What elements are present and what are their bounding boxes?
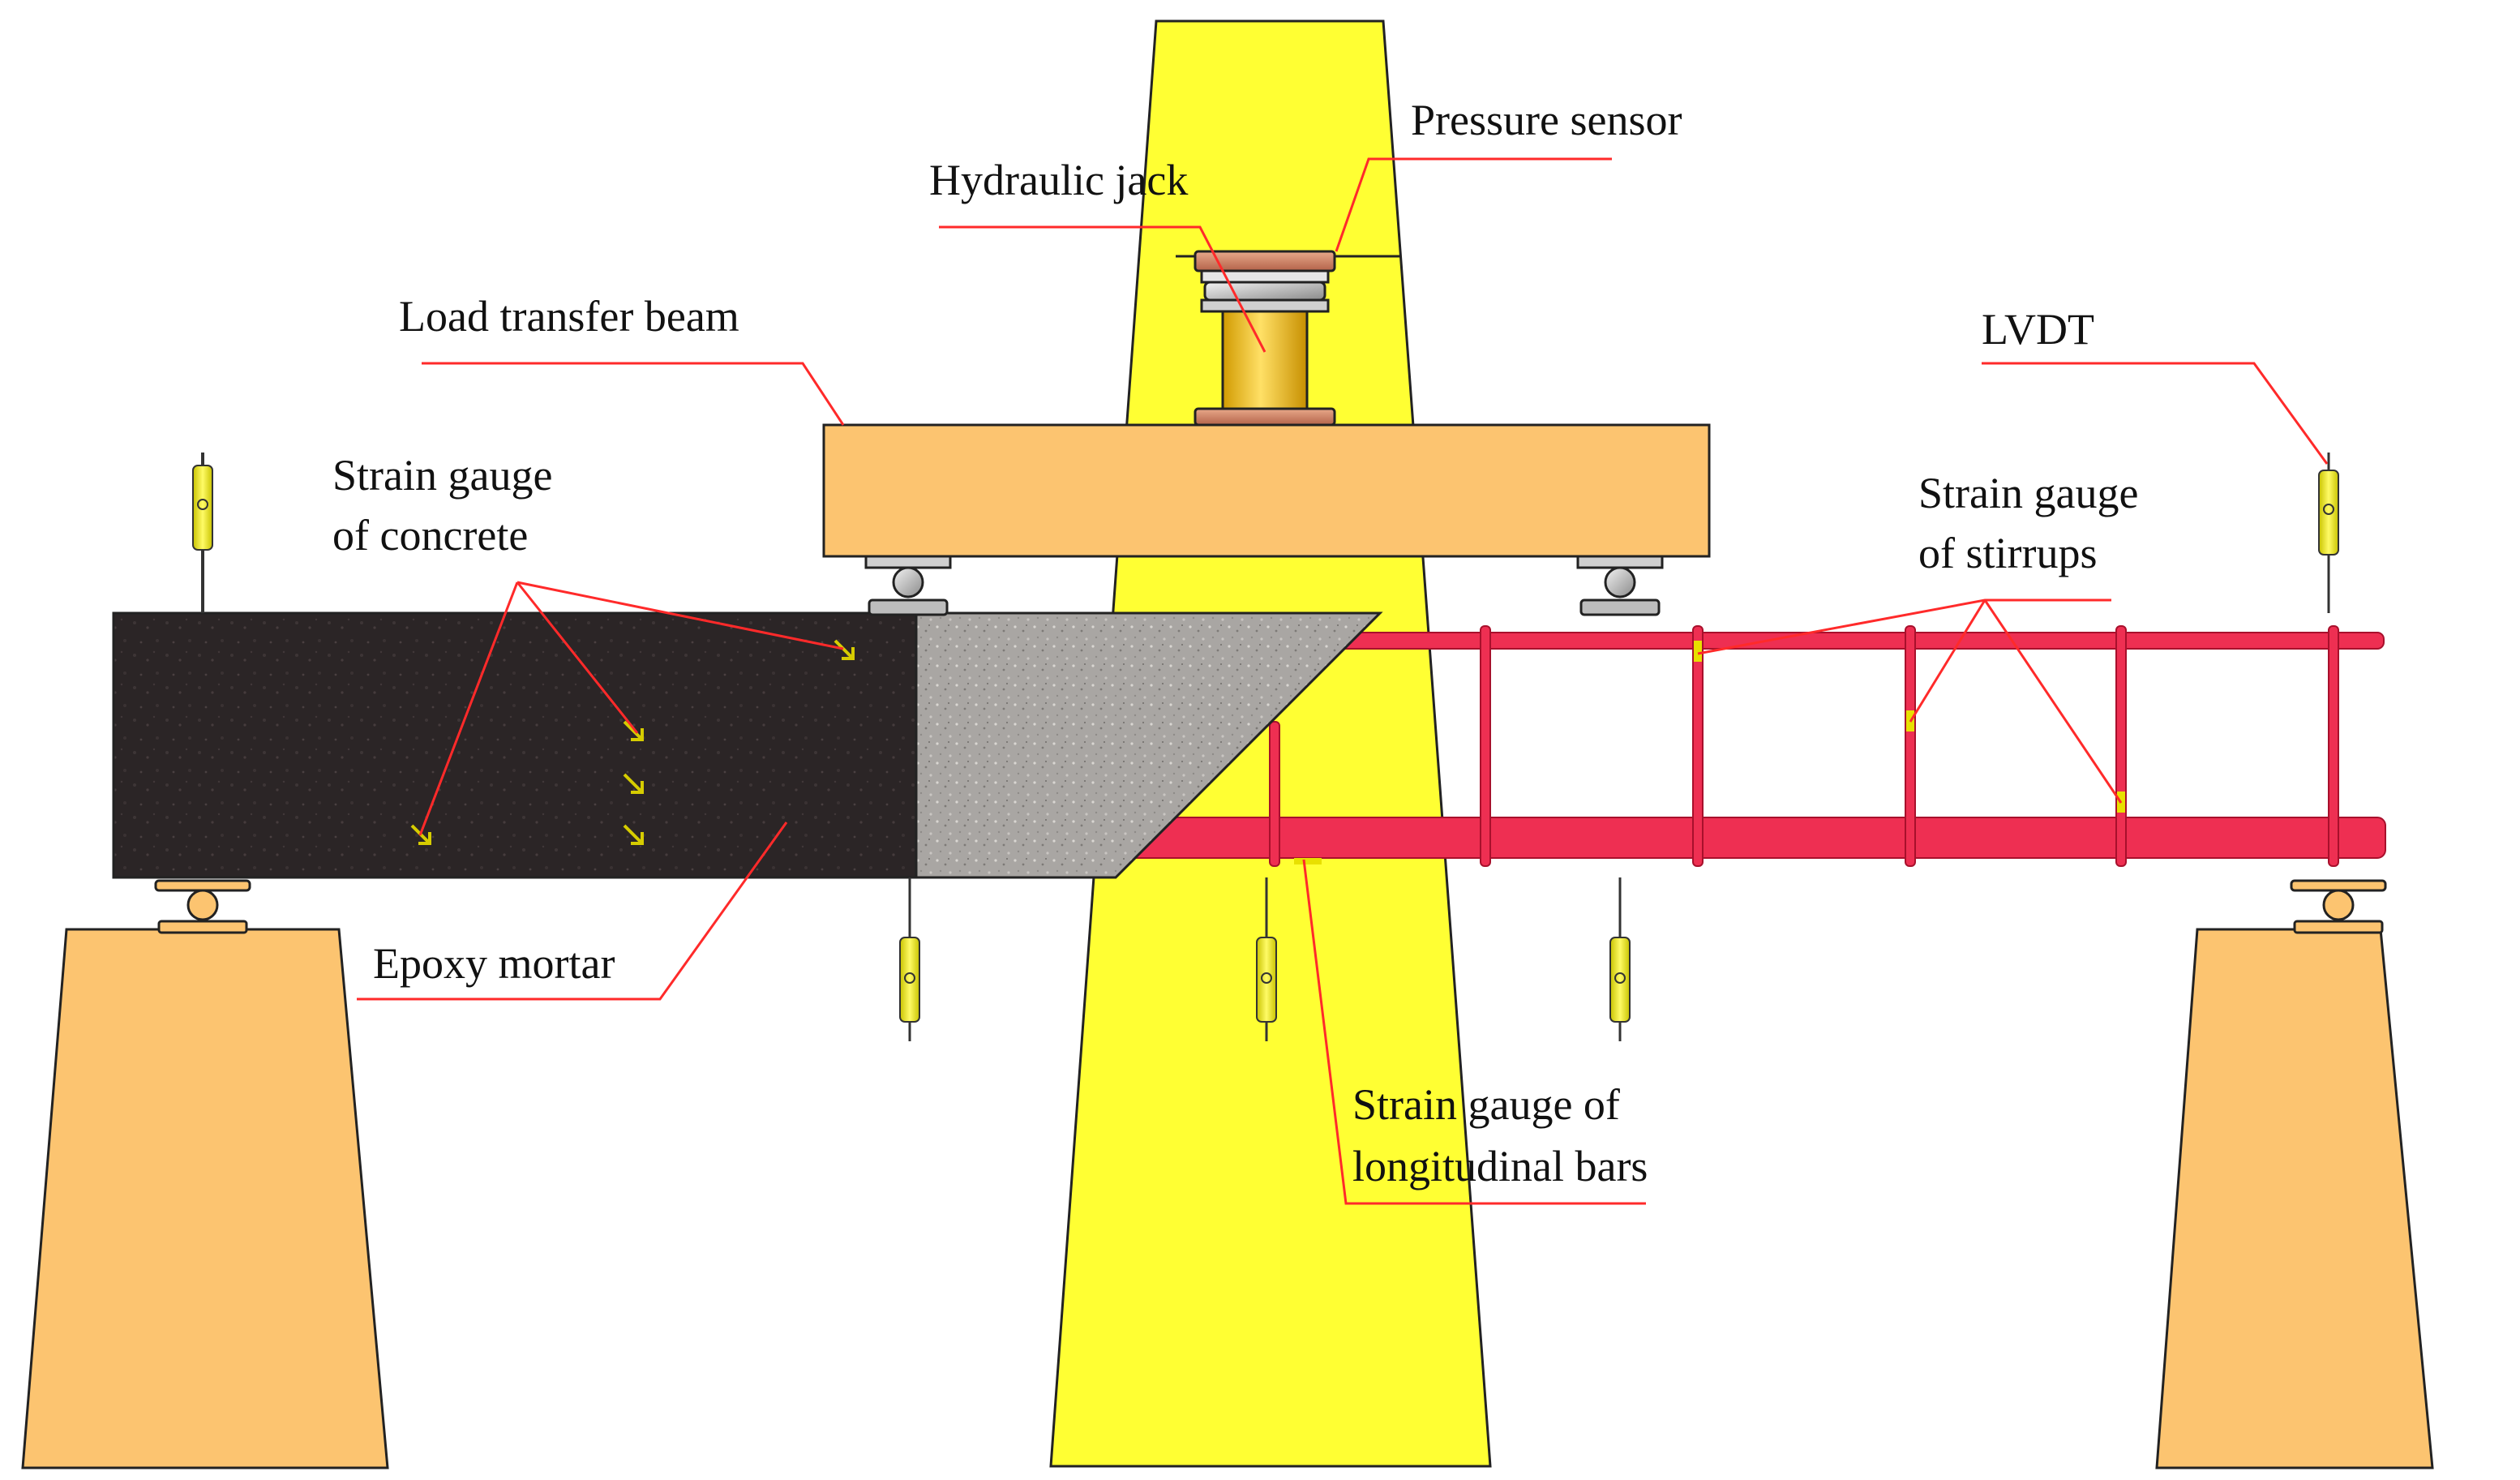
stirrup <box>1692 625 1704 867</box>
strain-gauge-concrete-label-line2: of concrete <box>332 511 528 560</box>
strain-gauge-longitudinal-label-line2: longitudinal bars <box>1352 1142 1648 1190</box>
jack-cylinder <box>1221 310 1309 415</box>
stirrup <box>2115 625 2127 867</box>
load-transfer-beam-label: Load transfer beam <box>399 292 739 341</box>
strain-gauge-stirrups-label-line1: Strain gauge <box>1918 469 2138 517</box>
top-longitudinal-bar <box>1296 632 2385 650</box>
right-load-roller <box>1576 555 1664 616</box>
stirrup <box>1269 721 1280 867</box>
epoxy-mortar-label: Epoxy mortar <box>373 939 615 988</box>
lvdt-left-top <box>192 453 213 613</box>
right-support-bearing <box>2290 879 2387 934</box>
lvdt-label: LVDT <box>1982 305 2094 354</box>
stirrup-strain-gauge <box>1694 641 1702 662</box>
right-support-pedestal <box>2155 928 2434 1469</box>
leader-lines <box>357 157 2329 1205</box>
bottom-longitudinal-bar <box>1102 817 2386 859</box>
lvdt-right-top <box>2318 453 2339 613</box>
pressure-sensor-plate <box>1194 250 1336 272</box>
load-transfer-beam <box>822 423 1711 558</box>
lvdt-bottom-1 <box>899 877 920 1041</box>
stirrup <box>1905 625 1916 867</box>
lvdt-bottom-3 <box>1609 877 1631 1041</box>
hydraulic-jack-label: Hydraulic jack <box>929 156 1188 204</box>
longitudinal-bar-strain-gauge <box>1294 858 1322 864</box>
hydraulic-jack <box>1194 250 1336 427</box>
stirrup <box>1480 625 1491 867</box>
epoxy-mortar-section <box>915 611 1383 879</box>
concrete-strain-gauges <box>410 639 855 845</box>
strain-gauge-longitudinal-label-line1: Strain gauge of <box>1352 1080 1620 1129</box>
left-support-pedestal <box>21 928 389 1469</box>
strain-gauge-concrete-label-line1: Strain gauge <box>332 451 552 500</box>
pressure-sensor-label: Pressure sensor <box>1411 96 1682 144</box>
strain-gauge-stirrups-label-line2: of stirrups <box>1918 529 2097 577</box>
rebar-cage <box>1102 625 2386 867</box>
stirrup <box>2328 625 2339 867</box>
left-support-bearing <box>154 879 251 934</box>
lvdt-bottom-2 <box>1256 877 1277 1041</box>
concrete-beam <box>112 611 918 879</box>
left-load-roller <box>864 555 952 616</box>
